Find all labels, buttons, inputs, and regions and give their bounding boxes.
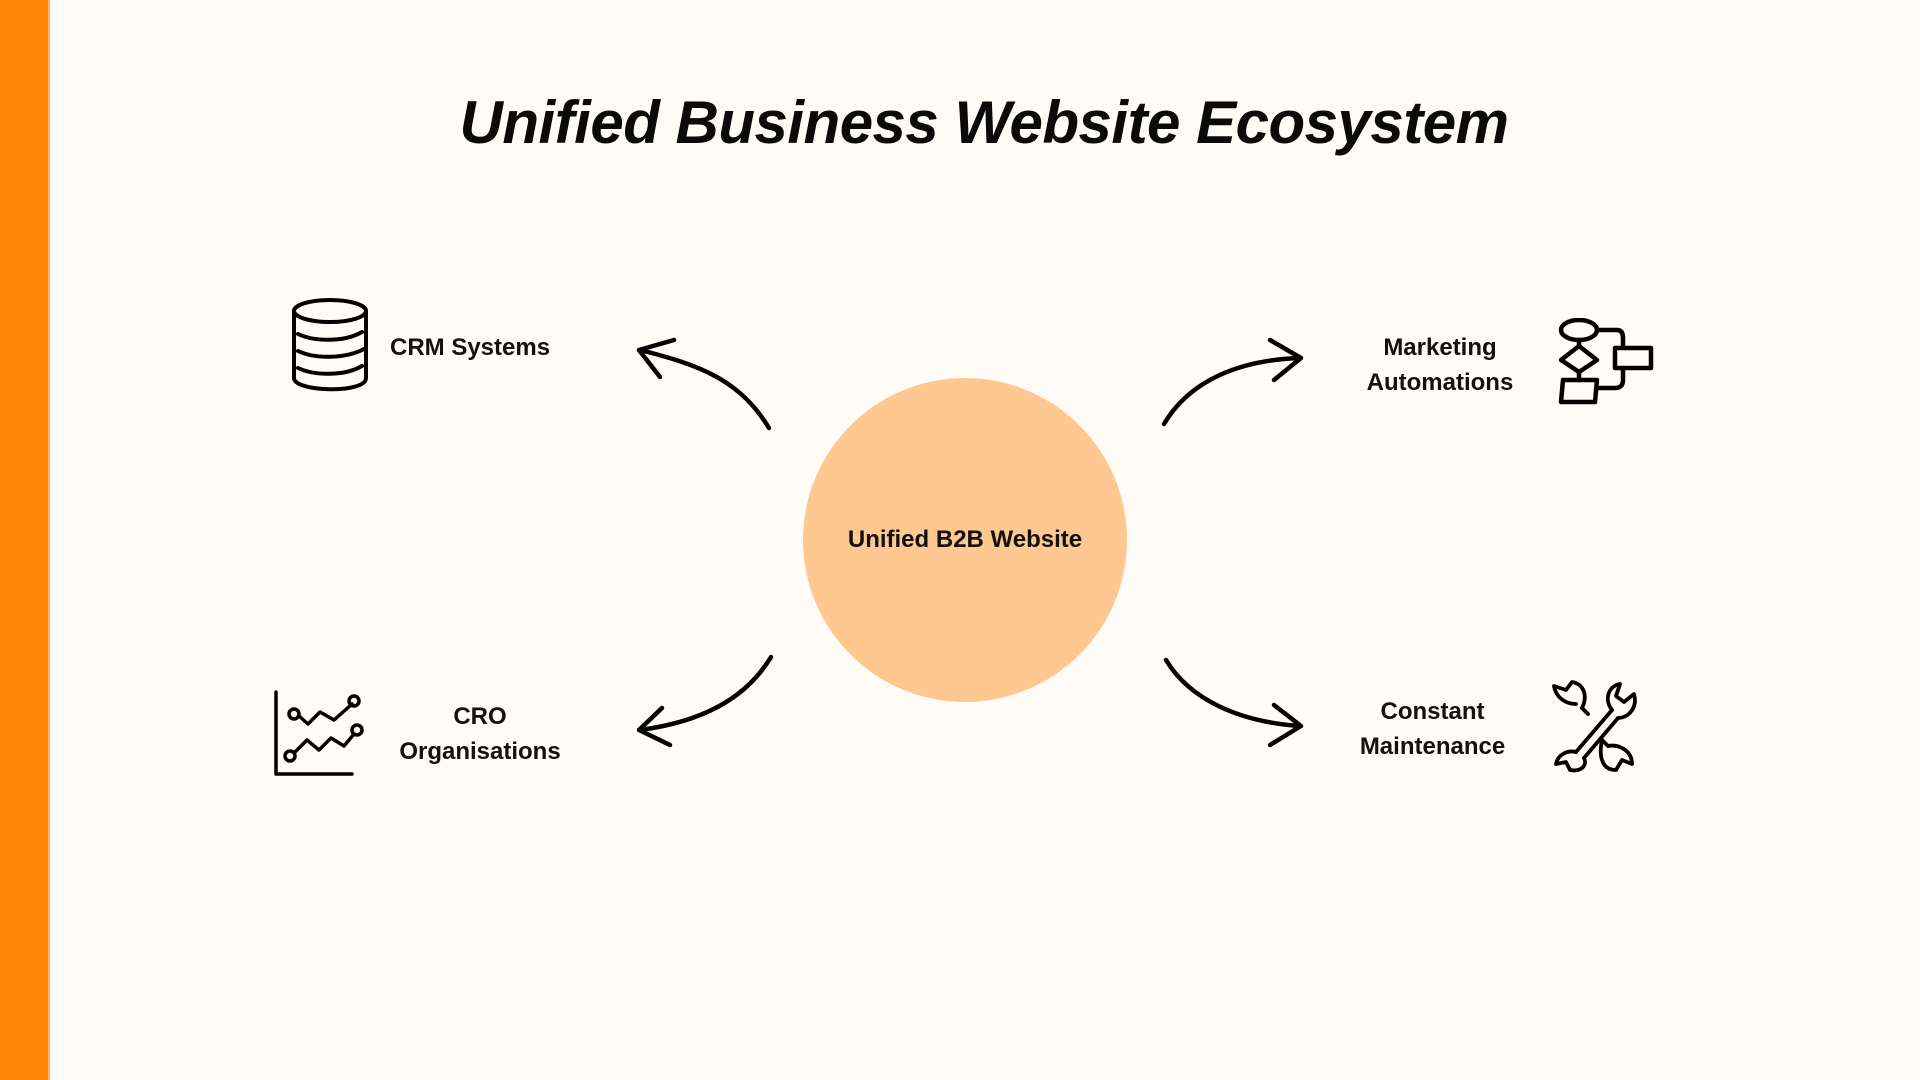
hub-label: Unified B2B Website (847, 526, 1083, 553)
node-crm-label: CRM Systems (390, 330, 550, 365)
node-cro-label: CRO Organisations (390, 699, 570, 769)
node-crm-text: CRM Systems (390, 334, 551, 361)
page-title: Unified Business Website Ecosystem (459, 89, 1509, 156)
node-marketing-line2: Automations (1366, 369, 1514, 396)
arrow-to-maintenance (1163, 657, 1304, 748)
wrenches-icon (1546, 680, 1640, 779)
node-maintenance-label: Constant Maintenance (1345, 694, 1520, 764)
arrow-to-marketing (1161, 337, 1304, 427)
node-maintenance-line2: Maintenance (1359, 733, 1506, 760)
accent-stripe (0, 0, 50, 1080)
hub-circle: Unified B2B Website (803, 378, 1127, 702)
node-marketing-label: Marketing Automations (1355, 330, 1525, 400)
line-chart-icon (272, 688, 368, 785)
database-icon (290, 296, 370, 403)
node-cro-line1: CRO (453, 703, 507, 730)
node-maintenance-line1: Constant (1380, 698, 1485, 725)
arrow-to-crm (636, 337, 772, 431)
node-cro-line2: Organisations (399, 738, 561, 765)
flowchart-icon (1555, 317, 1655, 415)
arrow-to-cro (636, 654, 774, 748)
node-marketing-line1: Marketing (1383, 334, 1497, 361)
